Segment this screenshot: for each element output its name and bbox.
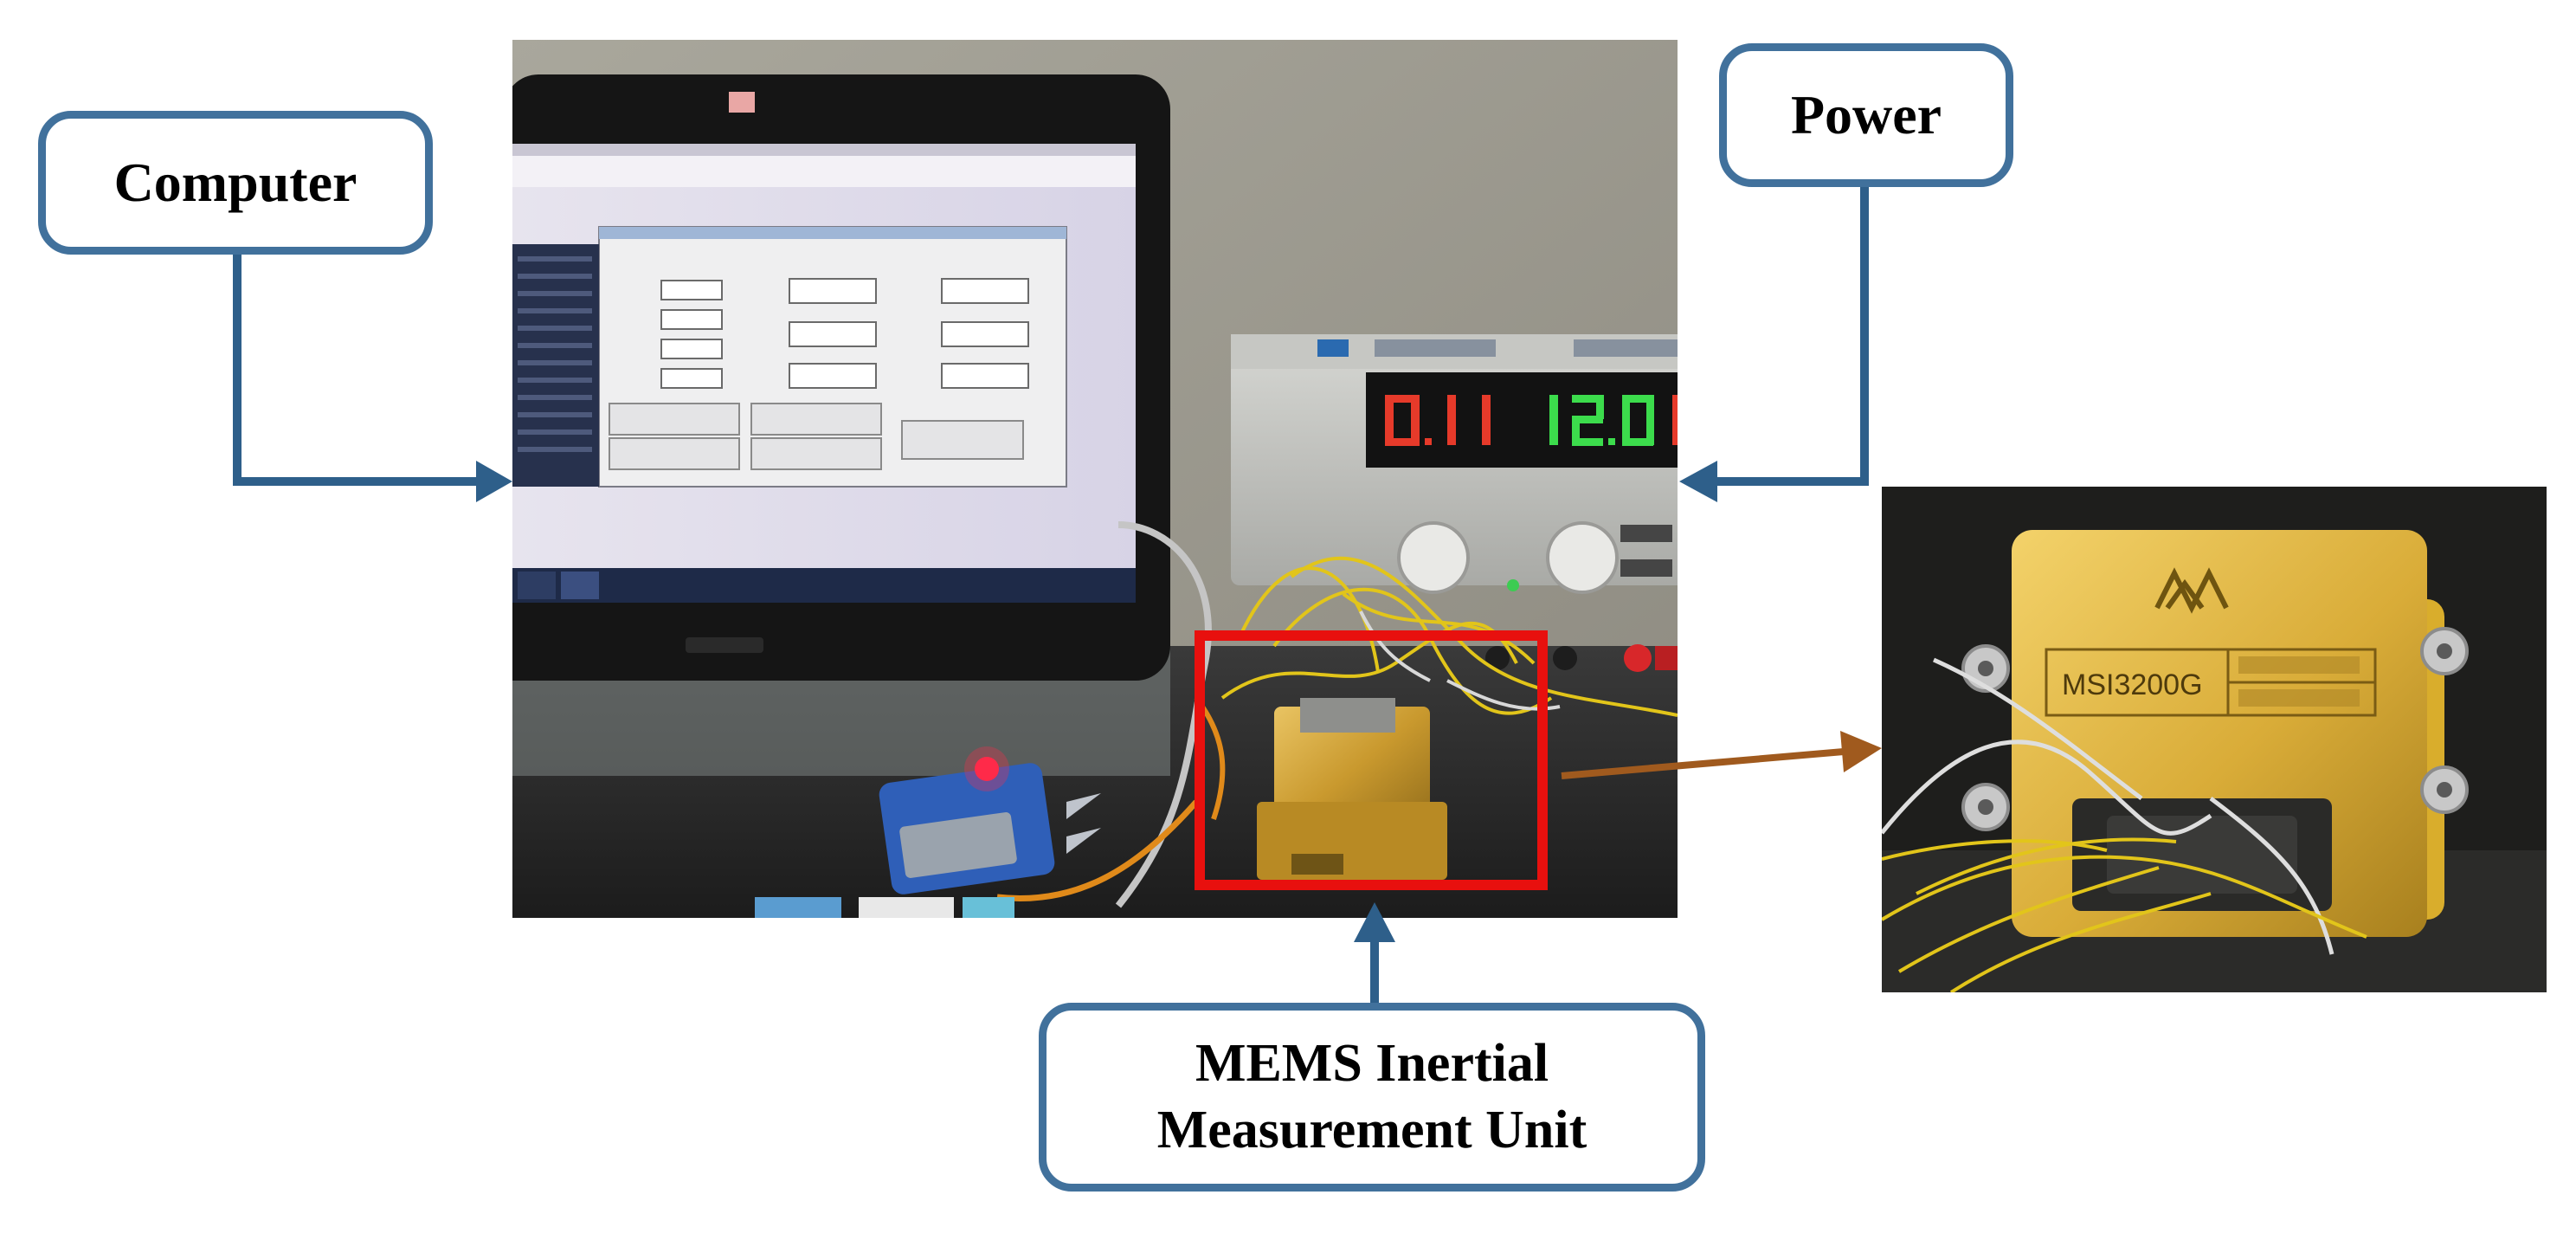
imu-callout: MEMS Inertial Measurement Unit [1039, 1003, 1705, 1192]
detail-arrow [1561, 748, 1845, 779]
power-callout: Power [1719, 43, 2013, 187]
computer-callout: Computer [38, 111, 433, 255]
imu-label-line2: Measurement Unit [1156, 1101, 1587, 1159]
imu-highlight-box [1195, 630, 1548, 890]
computer-arrow [233, 251, 481, 486]
lab-setup-photo [512, 40, 1678, 918]
computer-label: Computer [113, 152, 357, 213]
power-label: Power [1790, 84, 1942, 145]
manufacturer-logo [2154, 567, 2229, 614]
imu-model-label: MSI3200G [2062, 668, 2203, 701]
power-arrow [1716, 184, 1869, 486]
imu-label-line1: MEMS Inertial [1195, 1033, 1549, 1093]
imu-closeup-photo: MSI3200G [1882, 487, 2547, 992]
